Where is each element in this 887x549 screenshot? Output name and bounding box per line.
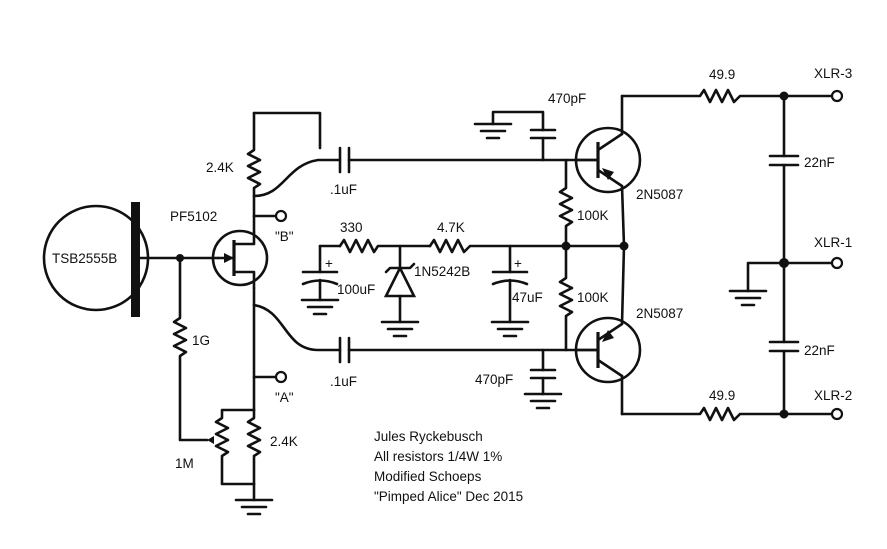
terminal-xlr1: XLR-1 (814, 235, 852, 270)
resistor-49-9-top-label: 49.9 (709, 67, 735, 82)
resistor-2k4-drain: 2.4K (206, 111, 262, 218)
resistor-330-label: 330 (340, 220, 363, 235)
capacitor-470pf-top: 470pF (491, 91, 586, 162)
cap-bottom-label: .1uF (330, 374, 357, 389)
zener-1n5242b: 1N5242B (383, 244, 470, 324)
mic-capsule-label: TSB2555B (52, 251, 117, 266)
ground-symbol (300, 298, 340, 316)
resistor-2k4-source-label: 2.4K (270, 434, 298, 449)
zener-label: 1N5242B (414, 264, 470, 279)
resistor-100k-top-label: 100K (577, 208, 609, 223)
cap-100uf-label: 100uF (337, 282, 375, 297)
resistor-100k-top: 100K (558, 158, 609, 248)
resistor-4k7-label: 4.7K (437, 220, 465, 235)
jfet-pf5102: PF5102 (170, 209, 269, 290)
cap-47uf-label: 47uF (512, 290, 543, 305)
ground-symbol (728, 289, 768, 307)
transistor-top-label: 2N5087 (636, 187, 683, 202)
note-line-1: Jules Ryckebusch (374, 429, 483, 444)
ground-symbol (234, 498, 274, 516)
capacitor-22nf-bottom: 22nF (768, 261, 835, 416)
resistor-1g: 1G (172, 256, 210, 442)
capacitor-22nf-top: 22nF (768, 94, 835, 265)
test-point-b: "B" (252, 209, 294, 244)
resistor-49-9-bottom: 49.9 (620, 388, 834, 422)
resistor-2k4-source: 2.4K (246, 408, 298, 486)
cap-top-label: .1uF (330, 182, 357, 197)
jfet-label: PF5102 (170, 209, 217, 224)
ground-symbol (473, 122, 513, 140)
test-point-a: "A" (252, 370, 294, 405)
cap-100uf-plus: + (325, 256, 333, 271)
note-line-3: Modified Schoeps (374, 469, 482, 484)
trimmer-1m-label: 1M (175, 456, 194, 471)
terminal-xlr3-label: XLR-3 (814, 66, 852, 81)
ground-symbol (380, 320, 420, 338)
cap-470pf-bottom-label: 470pF (475, 372, 513, 387)
ground-symbol (490, 320, 530, 338)
resistor-4k7: 4.7K (428, 220, 626, 254)
resistor-1g-label: 1G (192, 333, 210, 348)
transistor-bottom-label: 2N5087 (636, 306, 683, 321)
mic-capsule: TSB2555B (42, 202, 150, 317)
note-line-2: All resistors 1/4W 1% (374, 449, 502, 464)
capacitor-47uf: + 47uF (491, 244, 543, 324)
cap-22nf-bottom-label: 22nF (804, 343, 835, 358)
resistor-2k4-drain-label: 2.4K (206, 160, 234, 175)
capacitor-470pf-bottom: 470pF (475, 348, 557, 396)
cap-47uf-plus: + (514, 256, 522, 271)
notes-block: Jules Ryckebusch All resistors 1/4W 1% M… (374, 429, 523, 504)
note-line-4: "Pimped Alice" Dec 2015 (374, 489, 523, 504)
resistor-100k-bottom-label: 100K (577, 290, 609, 305)
terminal-xlr1-label: XLR-1 (814, 235, 852, 250)
capacitor-100uf: + 100uF (301, 256, 375, 302)
transistor-2n5087-bottom: 2N5087 (574, 244, 683, 416)
terminal-xlr3: XLR-3 (814, 66, 852, 103)
test-point-b-label: "B" (275, 229, 294, 244)
terminal-xlr2: XLR-2 (814, 388, 852, 421)
cap-22nf-top-label: 22nF (804, 155, 835, 170)
capacitor-01uf-bottom: .1uF (330, 336, 357, 389)
transistor-2n5087-top: 2N5087 (574, 94, 683, 248)
ground-wire (746, 261, 786, 293)
resistor-49-9-top: 49.9 (620, 67, 834, 104)
test-point-a-label: "A" (275, 390, 294, 405)
resistor-330: 330 (338, 220, 432, 254)
trimmer-1m: 1M (175, 408, 256, 486)
terminal-xlr2-label: XLR-2 (814, 388, 852, 403)
junction-dot (561, 241, 571, 251)
cap-470pf-top-label: 470pF (548, 91, 586, 106)
capacitor-01uf-top: .1uF (330, 146, 357, 197)
ground-symbol (523, 392, 563, 410)
resistor-100k-bottom: 100K (558, 244, 609, 352)
resistor-49-9-bottom-label: 49.9 (709, 388, 735, 403)
